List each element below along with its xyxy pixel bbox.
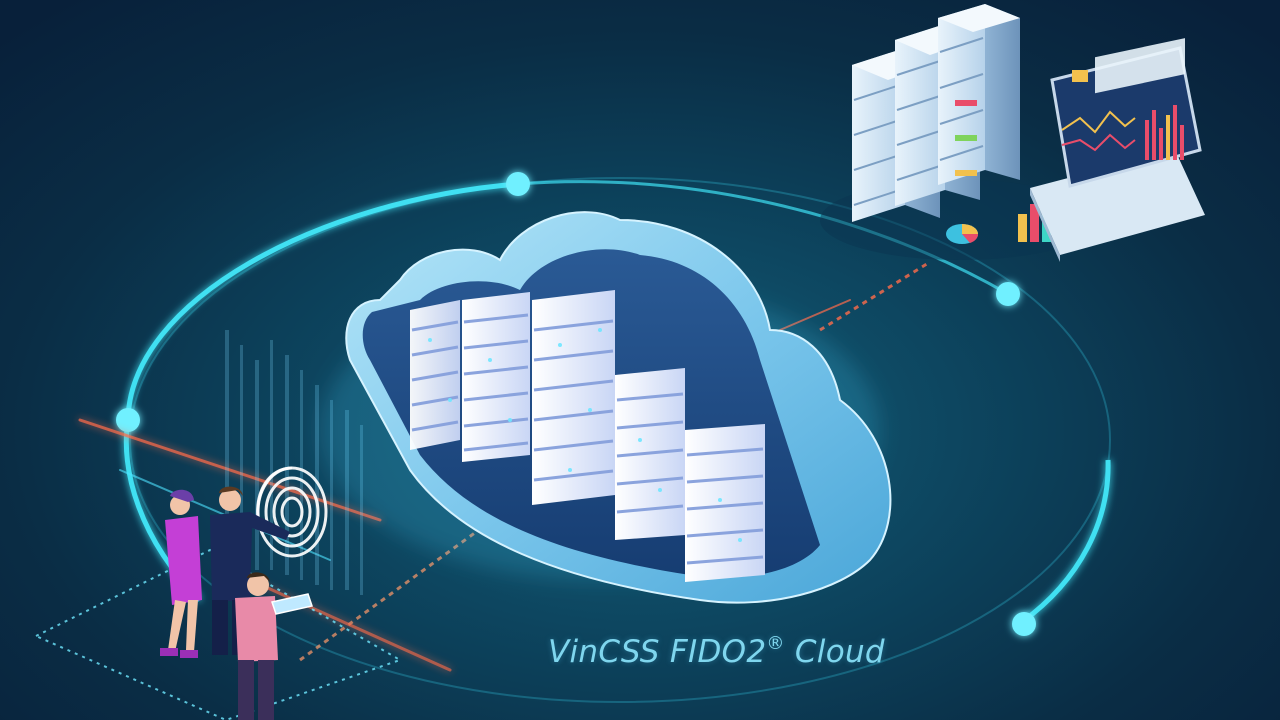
- brand-name: VinCSS FIDO2: [548, 634, 767, 670]
- orbit-nodes: [116, 172, 1036, 636]
- laptop-dashboard: [1030, 38, 1205, 262]
- person-man-tablet: [235, 572, 313, 720]
- server-rack-3: [938, 4, 1020, 185]
- server-stack-4: [615, 368, 685, 540]
- floor-grid: [33, 548, 403, 720]
- fingerprint-icon: [256, 466, 328, 558]
- server-stack-3: [532, 290, 615, 505]
- person-woman: [160, 489, 202, 658]
- server-rack-group: [820, 4, 1100, 260]
- pie-chart-icon: [946, 224, 979, 244]
- file-drawer: [955, 100, 977, 176]
- line-chart-icon: [1061, 110, 1136, 152]
- server-stack-1: [410, 300, 460, 450]
- code-wall: [225, 330, 363, 595]
- tablet-icon: [271, 593, 313, 615]
- equalizer-chart-icon: [1145, 105, 1184, 160]
- brand-caption: VinCSS FIDO2® Cloud: [548, 632, 908, 678]
- cloud-servers: [410, 290, 765, 582]
- brand-suffix: Cloud: [784, 634, 885, 670]
- server-stack-5: [685, 424, 765, 582]
- registered-mark: ®: [766, 632, 785, 654]
- server-stack-2: [462, 292, 530, 462]
